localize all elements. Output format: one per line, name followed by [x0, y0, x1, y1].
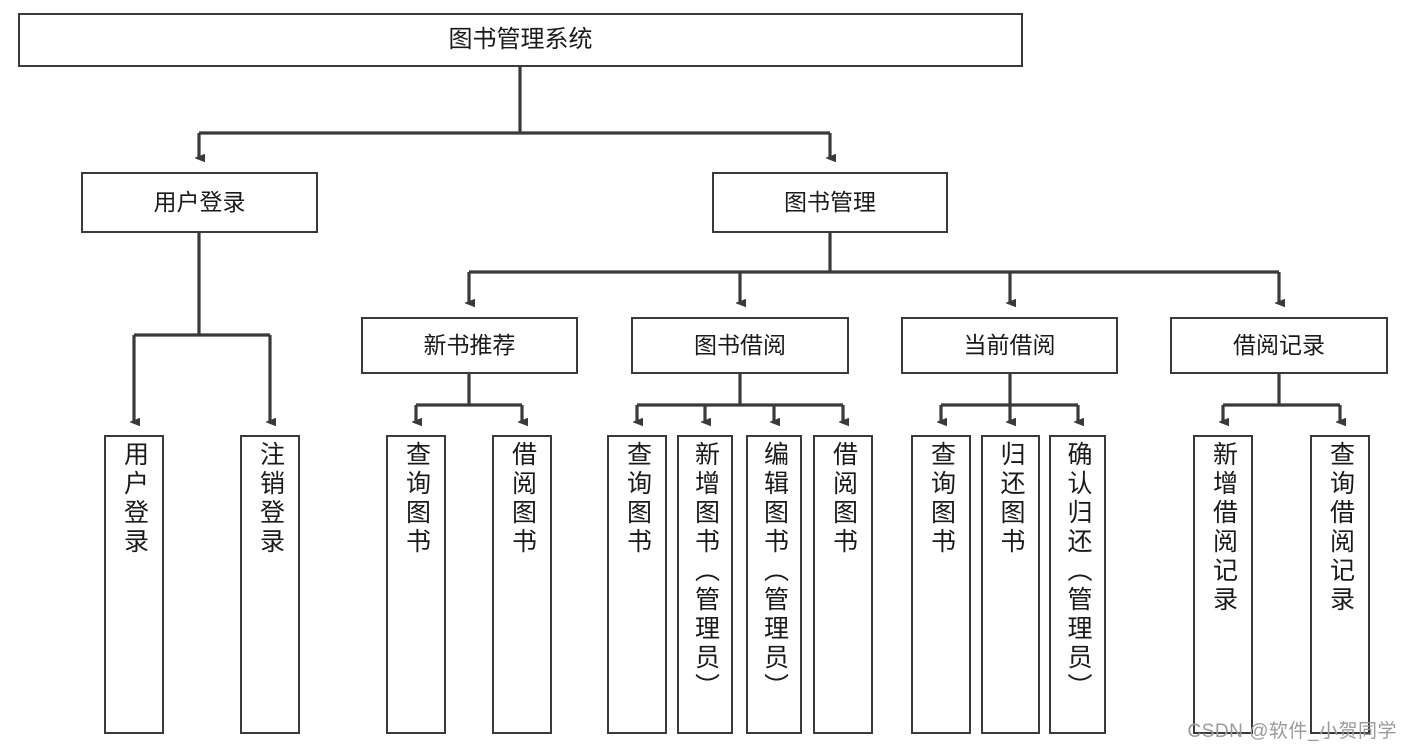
leaf-book-borrow-add[interactable]: 新增图书（管理员）: [677, 435, 733, 734]
leaf-new-book-borrow-label: 借阅图书: [508, 441, 537, 557]
leaf-book-borrow-borrow[interactable]: 借阅图书: [813, 435, 873, 734]
node-new-book-recommend-label: 新书推荐: [423, 332, 516, 359]
leaf-current-borrow-query[interactable]: 查询图书: [911, 435, 971, 734]
node-root-label: 图书管理系统: [448, 26, 593, 53]
leaf-book-borrow-edit[interactable]: 编辑图书（管理员）: [746, 435, 802, 734]
leaf-new-book-query-label: 查询图书: [402, 441, 431, 557]
node-user-login-label: 用户登录: [153, 189, 246, 216]
node-borrow-record-label: 借阅记录: [1233, 332, 1325, 359]
node-user-login[interactable]: 用户登录: [81, 172, 318, 233]
leaf-book-borrow-query-label: 查询图书: [623, 441, 652, 557]
leaf-user-login-login[interactable]: 用户登录: [104, 435, 164, 734]
node-root[interactable]: 图书管理系统: [18, 13, 1023, 67]
leaf-new-book-borrow[interactable]: 借阅图书: [492, 435, 552, 734]
node-book-borrow[interactable]: 图书借阅: [631, 317, 849, 374]
leaf-user-login-login-label: 用户登录: [120, 441, 149, 557]
node-current-borrow-label: 当前借阅: [963, 332, 1056, 359]
leaf-new-book-query[interactable]: 查询图书: [386, 435, 446, 734]
node-borrow-record[interactable]: 借阅记录: [1170, 317, 1388, 374]
leaf-book-borrow-borrow-label: 借阅图书: [829, 441, 858, 557]
leaf-book-borrow-query[interactable]: 查询图书: [607, 435, 667, 734]
leaf-current-borrow-return-label: 归还图书: [997, 441, 1025, 557]
leaf-borrow-record-add-label: 新增借阅记录: [1209, 441, 1238, 615]
node-new-book-recommend[interactable]: 新书推荐: [361, 317, 578, 374]
leaf-current-borrow-confirm-label: 确认归还（管理员）: [1064, 441, 1092, 702]
csdn-watermark: CSDN @软件_小贺同学: [1187, 721, 1397, 742]
leaf-borrow-record-add[interactable]: 新增借阅记录: [1193, 435, 1253, 734]
leaf-current-borrow-return[interactable]: 归还图书: [981, 435, 1040, 734]
leaf-user-login-logout-label: 注销登录: [256, 441, 285, 557]
leaf-current-borrow-query-label: 查询图书: [927, 441, 956, 557]
leaf-current-borrow-confirm[interactable]: 确认归还（管理员）: [1049, 435, 1106, 734]
leaf-book-borrow-add-label: 新增图书（管理员）: [691, 441, 720, 702]
node-book-management-label: 图书管理: [784, 189, 876, 216]
leaf-borrow-record-query[interactable]: 查询借阅记录: [1310, 435, 1370, 734]
leaf-user-login-logout[interactable]: 注销登录: [240, 435, 300, 734]
leaf-borrow-record-query-label: 查询借阅记录: [1326, 441, 1355, 615]
node-current-borrow[interactable]: 当前借阅: [901, 317, 1118, 374]
node-book-borrow-label: 图书借阅: [694, 332, 786, 359]
leaf-book-borrow-edit-label: 编辑图书（管理员）: [760, 441, 789, 702]
node-book-management[interactable]: 图书管理: [712, 172, 948, 233]
